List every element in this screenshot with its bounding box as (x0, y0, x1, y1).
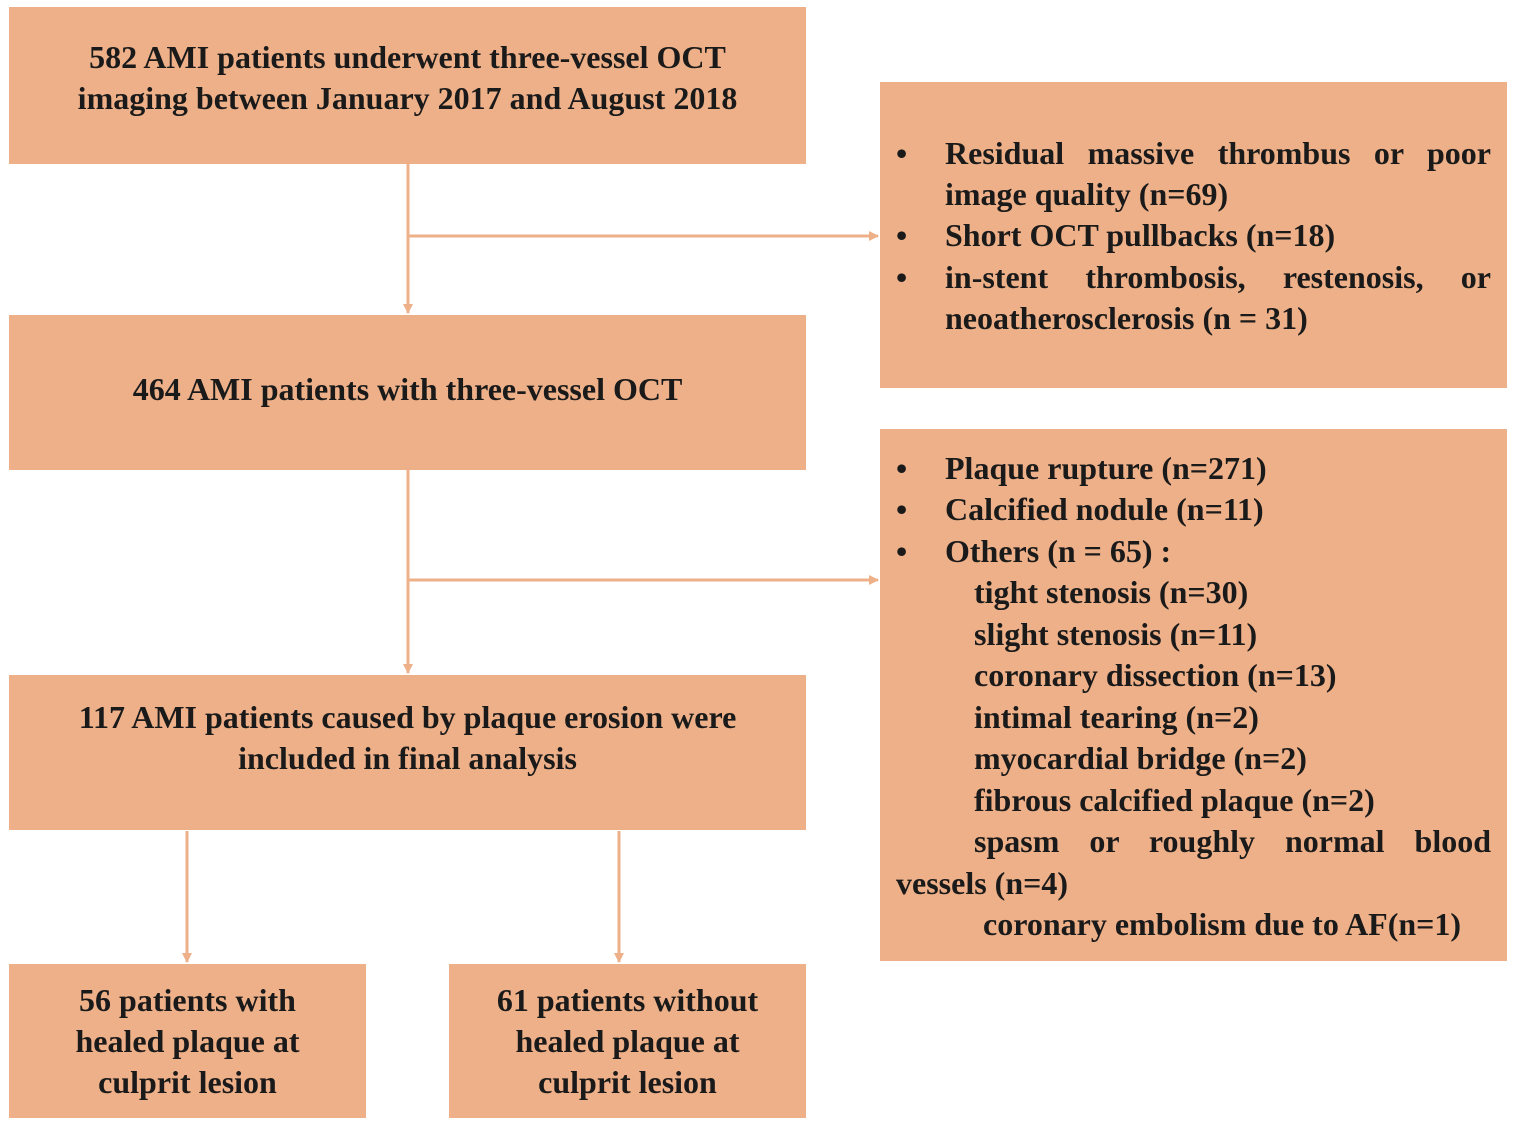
non-healed-line-1: 61 patients without (496, 981, 759, 1018)
bullet-marker: • (896, 135, 908, 171)
healed-line-2: healed plaque at (75, 1022, 300, 1059)
exclusion-2-item-3: Others (n = 65) : (945, 533, 1172, 569)
exclusion-1-item-1-line-1: Residual massive thrombus or poor (945, 135, 1491, 171)
exclusion-box-1: • Residual massive thrombus or poor imag… (880, 82, 1507, 388)
exclusion-2-item-2: Calcified nodule (n=11) (945, 491, 1264, 527)
oct-patients-box: 464 AMI patients with three-vessel OCT (9, 315, 806, 470)
bullet-marker: • (896, 217, 908, 253)
plaque-erosion-box: 117 AMI patients caused by plaque erosio… (9, 675, 806, 830)
exclusion-1-item-3-line-2: neoatherosclerosis (n = 31) (945, 300, 1308, 336)
exclusion-2-sub-item-4: intimal tearing (n=2) (974, 699, 1259, 735)
exclusion-1-item-1-line-2: image quality (n=69) (945, 176, 1229, 212)
non-healed-line-3: culprit lesion (538, 1063, 717, 1100)
non-healed-plaque-box: 61 patients without healed plaque at cul… (449, 964, 806, 1118)
bullet-marker: • (896, 491, 908, 527)
bullet-marker: • (896, 533, 908, 569)
bullet-marker: • (896, 259, 908, 295)
enrolled-line-2: imaging between January 2017 and August … (77, 79, 738, 116)
exclusion-2-sub-item-7-line-2: vessels (n=4) (896, 865, 1068, 901)
enrolled-line-1: 582 AMI patients underwent three-vessel … (89, 38, 726, 75)
erosion-line-1: 117 AMI patients caused by plaque erosio… (78, 698, 737, 735)
exclusion-box-2: • Plaque rupture (n=271) • Calcified nod… (880, 429, 1507, 961)
enrolled-patients-box: 582 AMI patients underwent three-vessel … (9, 7, 806, 164)
exclusion-2-sub-item-7-line-1: spasm or roughly normal blood (974, 823, 1491, 859)
exclusion-2-item-1: Plaque rupture (n=271) (945, 450, 1267, 486)
healed-line-1: 56 patients with (79, 981, 296, 1018)
exclusion-2-sub-item-6: fibrous calcified plaque (n=2) (974, 782, 1375, 818)
exclusion-1-item-3-line-1: in-stent thrombosis, restenosis, or (945, 259, 1491, 295)
exclusion-2-sub-item-2: slight stenosis (n=11) (974, 616, 1258, 652)
healed-line-3: culprit lesion (98, 1063, 277, 1100)
exclusion-1-item-2: Short OCT pullbacks (n=18) (945, 217, 1336, 253)
healed-plaque-box: 56 patients with healed plaque at culpri… (9, 964, 366, 1118)
exclusion-2-sub-item-3: coronary dissection (n=13) (974, 657, 1337, 693)
exclusion-2-sub-item-5: myocardial bridge (n=2) (974, 740, 1307, 776)
exclusion-2-sub-item-8: coronary embolism due to AF(n=1) (983, 906, 1462, 942)
non-healed-line-2: healed plaque at (515, 1022, 740, 1059)
bullet-marker: • (896, 450, 908, 486)
exclusion-2-sub-item-1: tight stenosis (n=30) (974, 574, 1249, 610)
oct-patients-line-1: 464 AMI patients with three-vessel OCT (132, 371, 683, 407)
erosion-line-2: included in final analysis (238, 739, 577, 776)
